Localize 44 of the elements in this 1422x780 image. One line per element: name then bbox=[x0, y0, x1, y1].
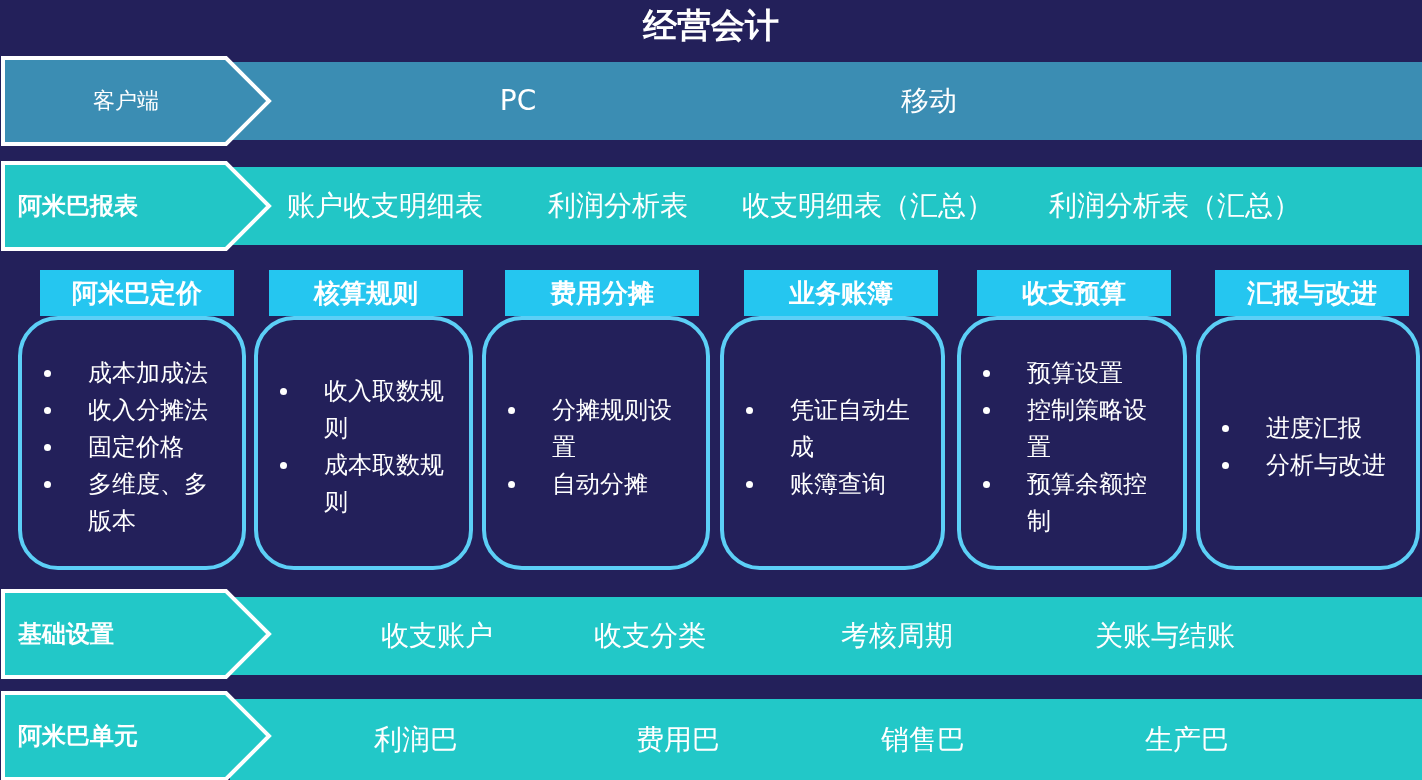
list-item: 收入分摊法 bbox=[88, 394, 209, 426]
list-item: 成本加成法 bbox=[88, 357, 209, 389]
title: 经营会计 bbox=[641, 4, 780, 47]
list-item: 账簿查询 bbox=[790, 468, 887, 500]
list-item: 分析与改进 bbox=[1266, 450, 1387, 481]
header-label: 客户端 bbox=[93, 87, 159, 115]
band-item: 收支账户 bbox=[381, 618, 493, 654]
band-item: 关账与结账 bbox=[1095, 618, 1235, 654]
band-item: 生产巴 bbox=[1145, 721, 1229, 758]
list-item: 控制策略设置 bbox=[1027, 394, 1148, 463]
card-tab: 业务账簿 bbox=[744, 270, 938, 316]
card-tab: 汇报与改进 bbox=[1215, 270, 1409, 316]
band-item: 账户收支明细表 bbox=[287, 188, 483, 224]
list-item: 预算设置 bbox=[1027, 357, 1124, 389]
band-item: 移动 bbox=[901, 83, 957, 119]
band-item: 费用巴 bbox=[636, 721, 720, 758]
chevron-header bbox=[0, 55, 272, 147]
chevron-header bbox=[0, 588, 272, 680]
list-item: 收入取数规则 bbox=[324, 376, 445, 444]
list-item: 进度汇报 bbox=[1266, 413, 1363, 444]
band-item: 收支明细表（汇总） bbox=[742, 188, 994, 224]
list-item: 预算余额控制 bbox=[1027, 468, 1148, 537]
band-item: PC bbox=[499, 83, 537, 119]
card-tab: 阿米巴定价 bbox=[40, 270, 234, 316]
list-item: 凭证自动生成 bbox=[790, 394, 911, 463]
list-item: 分摊规则设置 bbox=[552, 394, 673, 463]
header-label: 基础设置 bbox=[18, 619, 114, 650]
band-item: 收支分类 bbox=[594, 618, 706, 654]
band-item: 利润分析表 bbox=[548, 188, 688, 224]
list-item: 多维度、多版本 bbox=[88, 468, 209, 537]
card-tab: 核算规则 bbox=[269, 270, 463, 316]
list-item: 自动分摊 bbox=[552, 468, 649, 500]
chevron-header bbox=[0, 690, 272, 780]
band-item: 考核周期 bbox=[841, 618, 953, 654]
list-item: 成本取数规则 bbox=[324, 450, 445, 518]
list-item: 固定价格 bbox=[88, 431, 185, 463]
card-tab: 费用分摊 bbox=[505, 270, 699, 316]
header-label: 阿米巴报表 bbox=[18, 191, 138, 222]
band-item: 利润分析表（汇总） bbox=[1049, 188, 1301, 224]
header-label: 阿米巴单元 bbox=[18, 721, 138, 752]
band-item: 销售巴 bbox=[881, 721, 965, 758]
card-tab: 收支预算 bbox=[977, 270, 1171, 316]
chevron-header bbox=[0, 160, 272, 252]
band-item: 利润巴 bbox=[374, 721, 458, 758]
